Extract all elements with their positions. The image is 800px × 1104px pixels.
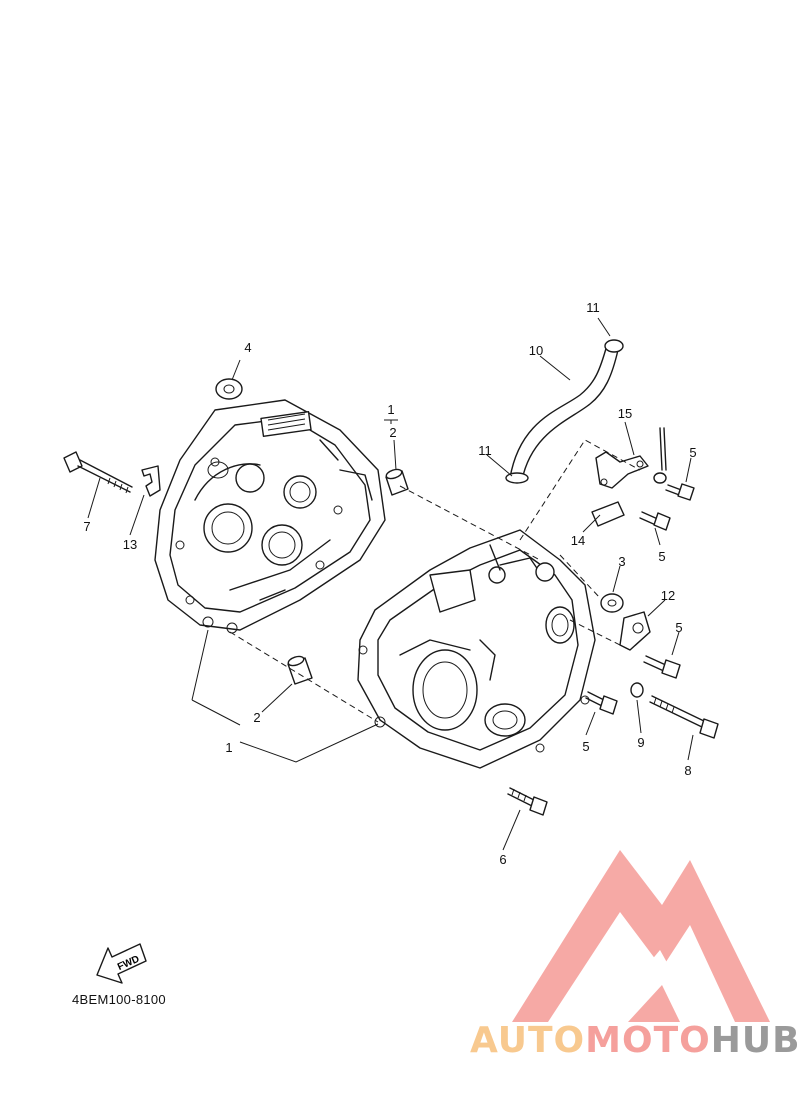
brand-part-auto: AUTO bbox=[470, 1020, 586, 1061]
callout-12: 12 bbox=[661, 588, 675, 603]
bolt-part-5-a bbox=[665, 483, 695, 501]
brand-part-hub: HUB bbox=[710, 1020, 800, 1061]
bolt-part-7 bbox=[63, 451, 133, 494]
callout-8: 8 bbox=[684, 763, 691, 778]
fwd-direction-arrow: FWD bbox=[96, 943, 147, 984]
bolt-part-8 bbox=[649, 695, 719, 739]
callout-14: 14 bbox=[571, 533, 585, 548]
dowel-pin-upper bbox=[385, 468, 409, 496]
left-crankcase bbox=[154, 399, 386, 634]
callout-3: 3 bbox=[618, 554, 625, 569]
right-crankcase bbox=[357, 529, 596, 769]
callout-5: 5 bbox=[689, 445, 696, 460]
bolt-part-6 bbox=[507, 787, 548, 816]
callout-10: 10 bbox=[529, 343, 543, 358]
clamp-part-13 bbox=[141, 465, 161, 497]
callout-11: 11 bbox=[586, 300, 600, 315]
callout-2: 2 bbox=[253, 710, 260, 725]
callout-1: 1 bbox=[225, 740, 232, 755]
part-code-label: 4BEM100-8100 bbox=[72, 992, 166, 1007]
dowel-pin-lower bbox=[287, 655, 313, 685]
bolt-part-5-c bbox=[643, 655, 681, 679]
washer-part-9 bbox=[630, 682, 644, 698]
callout-15: 15 bbox=[618, 406, 632, 421]
callout-9: 9 bbox=[637, 735, 644, 750]
callout-6: 6 bbox=[499, 852, 506, 867]
plate-part-14 bbox=[591, 501, 625, 527]
watermark-logo bbox=[512, 850, 770, 1022]
callout-labels: 1 2 1 2 3 4 5 5 5 5 6 7 8 9 10 11 11 12 … bbox=[83, 300, 696, 867]
callout-1: 1 bbox=[387, 402, 394, 417]
callout-5: 5 bbox=[582, 739, 589, 754]
leader-lines bbox=[87, 317, 694, 851]
hose-clip-upper bbox=[604, 339, 624, 353]
hose-clip-lower bbox=[505, 472, 529, 484]
callout-11: 11 bbox=[478, 443, 492, 458]
callout-7: 7 bbox=[83, 519, 90, 534]
callout-5: 5 bbox=[658, 549, 665, 564]
callout-4: 4 bbox=[244, 340, 251, 355]
watermark-brand: AUTOMOTOHUB bbox=[470, 1020, 800, 1061]
callout-13: 13 bbox=[123, 537, 137, 552]
callout-5: 5 bbox=[675, 620, 682, 635]
callout-2: 2 bbox=[389, 425, 396, 440]
bolt-part-5-d bbox=[585, 691, 618, 715]
brand-part-moto: MOTO bbox=[585, 1020, 711, 1061]
washer-part-3 bbox=[600, 593, 624, 613]
ground-lead bbox=[653, 427, 667, 484]
bolt-part-5-b bbox=[639, 511, 671, 531]
washer-part-4 bbox=[215, 378, 243, 400]
bracket-part-15 bbox=[595, 451, 649, 489]
bracket-part-12 bbox=[619, 611, 651, 651]
